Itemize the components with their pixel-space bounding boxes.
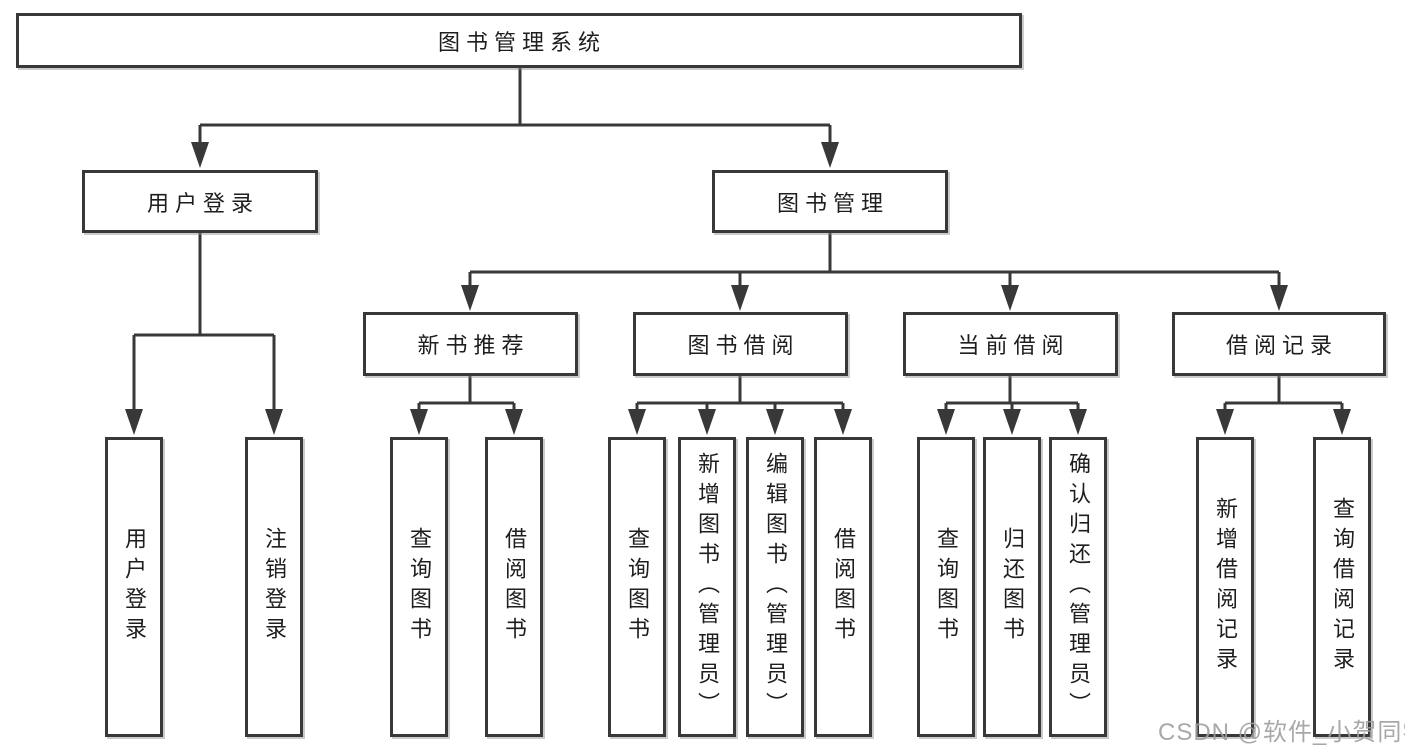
leaf-return-books: 归还图书: [983, 437, 1041, 737]
leaf-query-borrow-record: 查询借阅记录: [1313, 437, 1371, 737]
node-label: 查询图书: [625, 527, 650, 647]
node-label: 借阅图书: [502, 527, 527, 647]
node-label: 新书推荐: [417, 333, 530, 358]
leaf-add-borrow-record: 新增借阅记录: [1196, 437, 1254, 737]
node-current-borrowing: 当前借阅: [903, 312, 1118, 376]
node-label: 图书借阅: [687, 333, 800, 358]
node-label: 查询图书: [407, 527, 432, 647]
node-borrowing-records: 借阅记录: [1172, 312, 1386, 376]
csdn-watermark: CSDN @软件_小贺同学: [1158, 719, 1405, 746]
node-label: 借阅记录: [1225, 333, 1338, 358]
node-label: 注销登录: [262, 527, 287, 647]
node-label: 编辑图书（管理员）: [763, 452, 788, 722]
leaf-query-books-current: 查询图书: [917, 437, 975, 737]
node-label: 图书管理: [776, 190, 889, 216]
node-user-login: 用户登录: [82, 170, 318, 233]
leaf-query-books-borrowing: 查询图书: [608, 437, 666, 737]
leaf-confirm-return-admin: 确认归还（管理员）: [1049, 437, 1107, 737]
node-label: 新增图书（管理员）: [695, 452, 720, 722]
node-label: 新增借阅记录: [1213, 497, 1238, 677]
node-label: 归还图书: [1000, 527, 1025, 647]
node-label: 当前借阅: [957, 333, 1070, 358]
leaf-borrow-books: 借阅图书: [814, 437, 872, 737]
leaf-edit-books-admin: 编辑图书（管理员）: [746, 437, 804, 737]
node-label: 查询借阅记录: [1330, 497, 1355, 677]
node-label: 查询图书: [934, 527, 959, 647]
node-book-management: 图书管理: [712, 170, 948, 233]
node-label: 用户登录: [146, 190, 259, 216]
leaf-add-books-admin: 新增图书（管理员）: [678, 437, 736, 737]
node-new-book-recommendation: 新书推荐: [363, 312, 578, 376]
node-label: 用户登录: [122, 527, 147, 647]
node-label: 借阅图书: [831, 527, 856, 647]
node-book-borrowing: 图书借阅: [633, 312, 848, 376]
leaf-user-login: 用户登录: [105, 437, 163, 737]
leaf-query-books-recommend: 查询图书: [390, 437, 448, 737]
leaf-borrow-books-recommend: 借阅图书: [485, 437, 543, 737]
node-label: 图书管理系统: [437, 29, 606, 55]
node-book-management-system: 图书管理系统: [16, 13, 1022, 68]
node-label: 确认归还（管理员）: [1066, 452, 1091, 722]
leaf-logout: 注销登录: [245, 437, 303, 737]
